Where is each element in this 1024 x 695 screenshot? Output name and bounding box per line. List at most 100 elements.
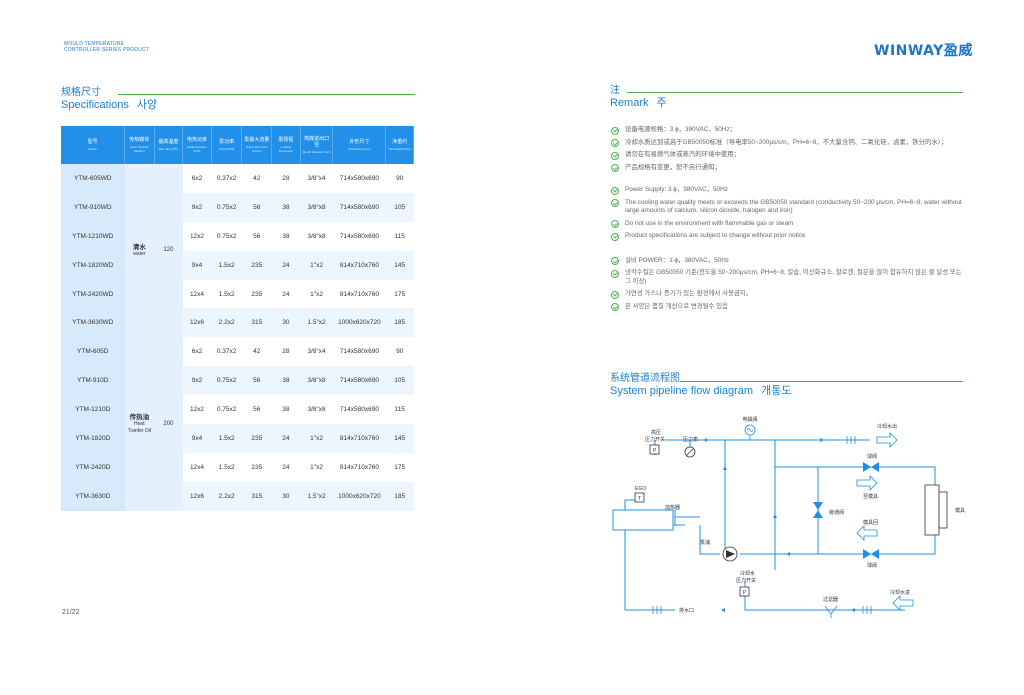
brand-tagline-line2: CONTROLLER SERIES PRODUCT (64, 47, 150, 53)
cell-heat: 12x4 (182, 279, 212, 309)
cell-flow: 235 (241, 279, 272, 309)
list-item: The cooling water quality meets or excee… (611, 199, 966, 216)
cell-flow: 56 (241, 192, 272, 222)
remark-text: Power Supply: 3 ϕ，380VAC，50Hz (625, 186, 728, 193)
cell-pump: 0.75x2 (211, 395, 242, 425)
table-row: YTM-910WD 9x2 0.75x2 56 38 3/8"x8 714x58… (61, 192, 414, 222)
ball-valve-top-icon (863, 462, 879, 472)
medium-en: water (133, 250, 146, 257)
col-header-main: 最高温度 (158, 139, 179, 145)
cell-model: YTM-2420D (61, 452, 125, 482)
remark-heading-rule (627, 92, 963, 93)
cell-pump: 0.37x2 (211, 337, 242, 367)
outline-arrows (856, 432, 914, 611)
col-header-sub: Net Weight (KG) (388, 147, 411, 151)
table-row: YTM-3630WD 12x6 2.2x2 315 30 1.5"x2 1000… (61, 308, 414, 338)
page-number: 21/22 (62, 609, 80, 616)
brand-tagline: MOULD TEMPERATURE CONTROLLER SERIES PROD… (64, 41, 149, 53)
cell-weight: 145 (385, 250, 414, 280)
table-row: YTM-1820WD 9x4 1.5x2 235 24 1"x2 814x710… (61, 250, 414, 280)
remark-text: 본 사양은 품질 개선으로 변경될수 있음 (625, 302, 728, 310)
pipeline-flow-diagram: T P P (612, 416, 965, 618)
bypass-valve-icon (813, 502, 823, 518)
brand-tagline-line1: MOULD TEMPERATURE (64, 41, 125, 47)
remark-text: 设备电源规格：3 ϕ，380VAC，50Hz； (625, 126, 737, 133)
cell-head: 38 (271, 221, 301, 251)
label-pump: 泵浦 (700, 539, 710, 546)
table-row: YTM-3630D 12x6 2.2x2 315 30 1.5"x2 1000x… (61, 481, 414, 511)
remark-heading-zh: 注 (610, 85, 620, 96)
table-row: YTM-910D 9x2 0.75x2 56 38 3/8"x8 714x580… (61, 366, 414, 396)
cell-pump: 0.37x2 (211, 164, 242, 193)
mold-return-pipe (775, 530, 936, 555)
cell-dim: 714x580x690 (332, 395, 386, 425)
col-header-sub: Max Temp(℃) (158, 147, 178, 151)
cell-heat: 12x4 (182, 452, 212, 482)
diagram-heading-rule (680, 381, 963, 382)
list-item: 冷却水质达到或高于GB50050标准（导电率50~200μs/cm，PH=6~8… (611, 139, 966, 147)
list-item: Product specifications are subject to ch… (611, 232, 966, 241)
cell-model: YTM-3630D (61, 481, 125, 511)
cell-weight: 115 (385, 395, 414, 425)
ego-sensor-icon (634, 492, 645, 503)
label-drain: 排水口 (679, 607, 694, 614)
col-header-sub: Mould Diameter Inch (302, 150, 331, 154)
cell-pipe: 1"x2 (300, 424, 333, 453)
cell-dim: 814x710x760 (332, 424, 386, 453)
drain-check-valve-icon (652, 606, 662, 614)
medium-zh: 传热油 (129, 413, 150, 421)
col-header-sub: Dimension (mm) (348, 147, 371, 151)
cell-pump: 0.75x2 (211, 192, 242, 222)
label-cooling-water: 冷却水 (740, 570, 755, 577)
cell-dim: 1000x620x720 (332, 308, 386, 338)
cell-model: YTM-1820WD (61, 250, 125, 280)
pump-arrow (726, 550, 735, 558)
cell-flow: 315 (241, 308, 272, 338)
cell-dim: 714x580x690 (332, 366, 386, 396)
to-mold-arrow-icon (856, 475, 878, 491)
cell-pipe: 1"x2 (300, 452, 333, 482)
logo-cn: 盈威 (943, 43, 973, 59)
table-row: YTM-1210WD 12x2 0.75x2 56 38 3/8"x8 714x… (61, 221, 414, 251)
cw-pressure-switch-icon (739, 586, 750, 597)
cell-weight: 175 (385, 279, 414, 309)
remark-text: 请勿在有易燃气体或蒸汽的环境中使用； (625, 151, 741, 158)
col-header-sub: Lodding Dimension (278, 145, 293, 153)
cell-dim: 714x580x690 (332, 221, 386, 251)
pump-inlet (699, 525, 720, 555)
list-item: 设备电源规格：3 ϕ，380VAC，50Hz； (611, 126, 966, 135)
cell-heat: 9x2 (182, 366, 212, 396)
cell-head: 24 (271, 452, 301, 482)
cw-switch-pipe (744, 580, 775, 611)
label-ball-valve-bottom: 球阀 (867, 562, 877, 569)
cell-model: YTM-1210D (61, 395, 125, 425)
label-filter: 过滤器 (823, 596, 838, 603)
col-header-main: 传热媒体 (129, 137, 150, 143)
cell-weight: 90 (385, 164, 414, 193)
logo-text: WINWAY (874, 43, 944, 59)
flow-arrows (705, 438, 855, 612)
mold-return-arrow-icon (856, 525, 878, 541)
cooling-out-arrow-icon (876, 432, 898, 448)
list-item: 请勿在有易燃气体或蒸汽的环境中使用； (611, 151, 966, 160)
label-cooling-out: 冷却水出 (877, 423, 897, 430)
mold-icon (924, 484, 948, 536)
remark-text: 냉각수질은 GB50050 기준(전도율 50~200μs/cm, PH=6~8… (625, 269, 962, 285)
heater-box (612, 509, 674, 531)
cell-head: 28 (271, 164, 301, 193)
cell-pump: 1.5x2 (211, 424, 242, 453)
check-circle-icon (611, 199, 619, 207)
cell-heat: 6x2 (182, 337, 212, 367)
cell-weight: 185 (385, 481, 414, 511)
diagram-heading-zh: 系统管道流程图 (610, 373, 680, 384)
cell-pipe: 1.5"x2 (300, 481, 333, 511)
cell-pump: 0.75x2 (211, 221, 242, 251)
